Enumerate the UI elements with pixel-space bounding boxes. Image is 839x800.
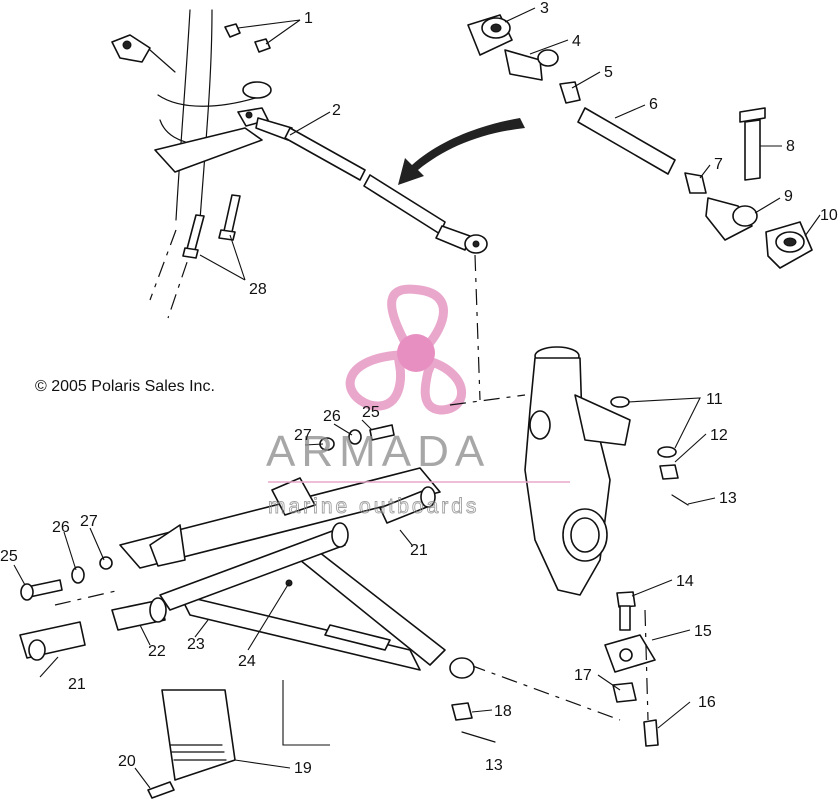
callout-7: 7 xyxy=(714,156,723,173)
callout-9: 9 xyxy=(784,188,793,205)
callout-16: 16 xyxy=(698,694,716,711)
propeller-logo-icon xyxy=(345,284,467,415)
bushings xyxy=(19,486,436,661)
callout-24: 24 xyxy=(238,653,256,670)
callout-11: 11 xyxy=(706,391,723,408)
watermark-tagline: marine outboards xyxy=(268,495,479,518)
direction-arrow-icon xyxy=(398,118,525,185)
callout-17: 17 xyxy=(574,667,592,684)
callout-2: 2 xyxy=(332,102,341,119)
copyright-text: © 2005 Polaris Sales Inc. xyxy=(35,378,215,395)
steering-column-assembly xyxy=(111,9,293,319)
callout-20: 20 xyxy=(118,753,136,770)
callout-21-right: 21 xyxy=(410,542,428,559)
a-arm-assembly xyxy=(111,522,475,746)
callout-6: 6 xyxy=(649,96,658,113)
spindle-knuckle xyxy=(449,254,631,596)
callout-25-left: 25 xyxy=(0,548,18,565)
callout-10: 10 xyxy=(820,207,838,224)
watermark-brand: ARMADA xyxy=(266,427,490,476)
callout-8: 8 xyxy=(786,138,795,155)
callout-27-left: 27 xyxy=(80,513,98,530)
frame-bracket xyxy=(54,467,441,606)
callout-19: 19 xyxy=(294,760,312,777)
callout-13-upper: 13 xyxy=(719,490,737,507)
callout-5: 5 xyxy=(604,64,613,81)
callout-labels: 1 2 3 4 5 6 7 8 9 10 11 12 13 14 15 17 1… xyxy=(0,0,838,777)
callout-3: 3 xyxy=(540,0,549,17)
callout-23: 23 xyxy=(187,636,205,653)
callout-15: 15 xyxy=(694,623,712,640)
tie-rod-assembly xyxy=(284,127,488,254)
tie-rod-exploded-parts xyxy=(467,14,813,269)
callout-1: 1 xyxy=(304,10,313,27)
watermark-text: ARMADA marine outboards xyxy=(266,427,570,518)
callout-26-upper: 26 xyxy=(323,408,341,425)
watermark-logo xyxy=(345,284,467,415)
callout-4: 4 xyxy=(572,33,581,50)
leader-lines xyxy=(13,7,821,789)
callout-22: 22 xyxy=(148,643,166,660)
callout-27-upper: 27 xyxy=(294,427,312,444)
callout-28: 28 xyxy=(249,281,267,298)
callout-13-lower: 13 xyxy=(485,757,503,774)
callout-26-left: 26 xyxy=(52,519,70,536)
bottom-parts xyxy=(147,689,496,799)
callout-14: 14 xyxy=(676,573,694,590)
callout-18: 18 xyxy=(494,703,512,720)
callout-12: 12 xyxy=(710,427,728,444)
callout-21-left: 21 xyxy=(68,676,86,693)
left-fasteners xyxy=(20,424,395,601)
callout-25-upper: 25 xyxy=(362,404,380,421)
mounting-bolts xyxy=(182,194,241,259)
right-side-hardware xyxy=(469,396,689,747)
